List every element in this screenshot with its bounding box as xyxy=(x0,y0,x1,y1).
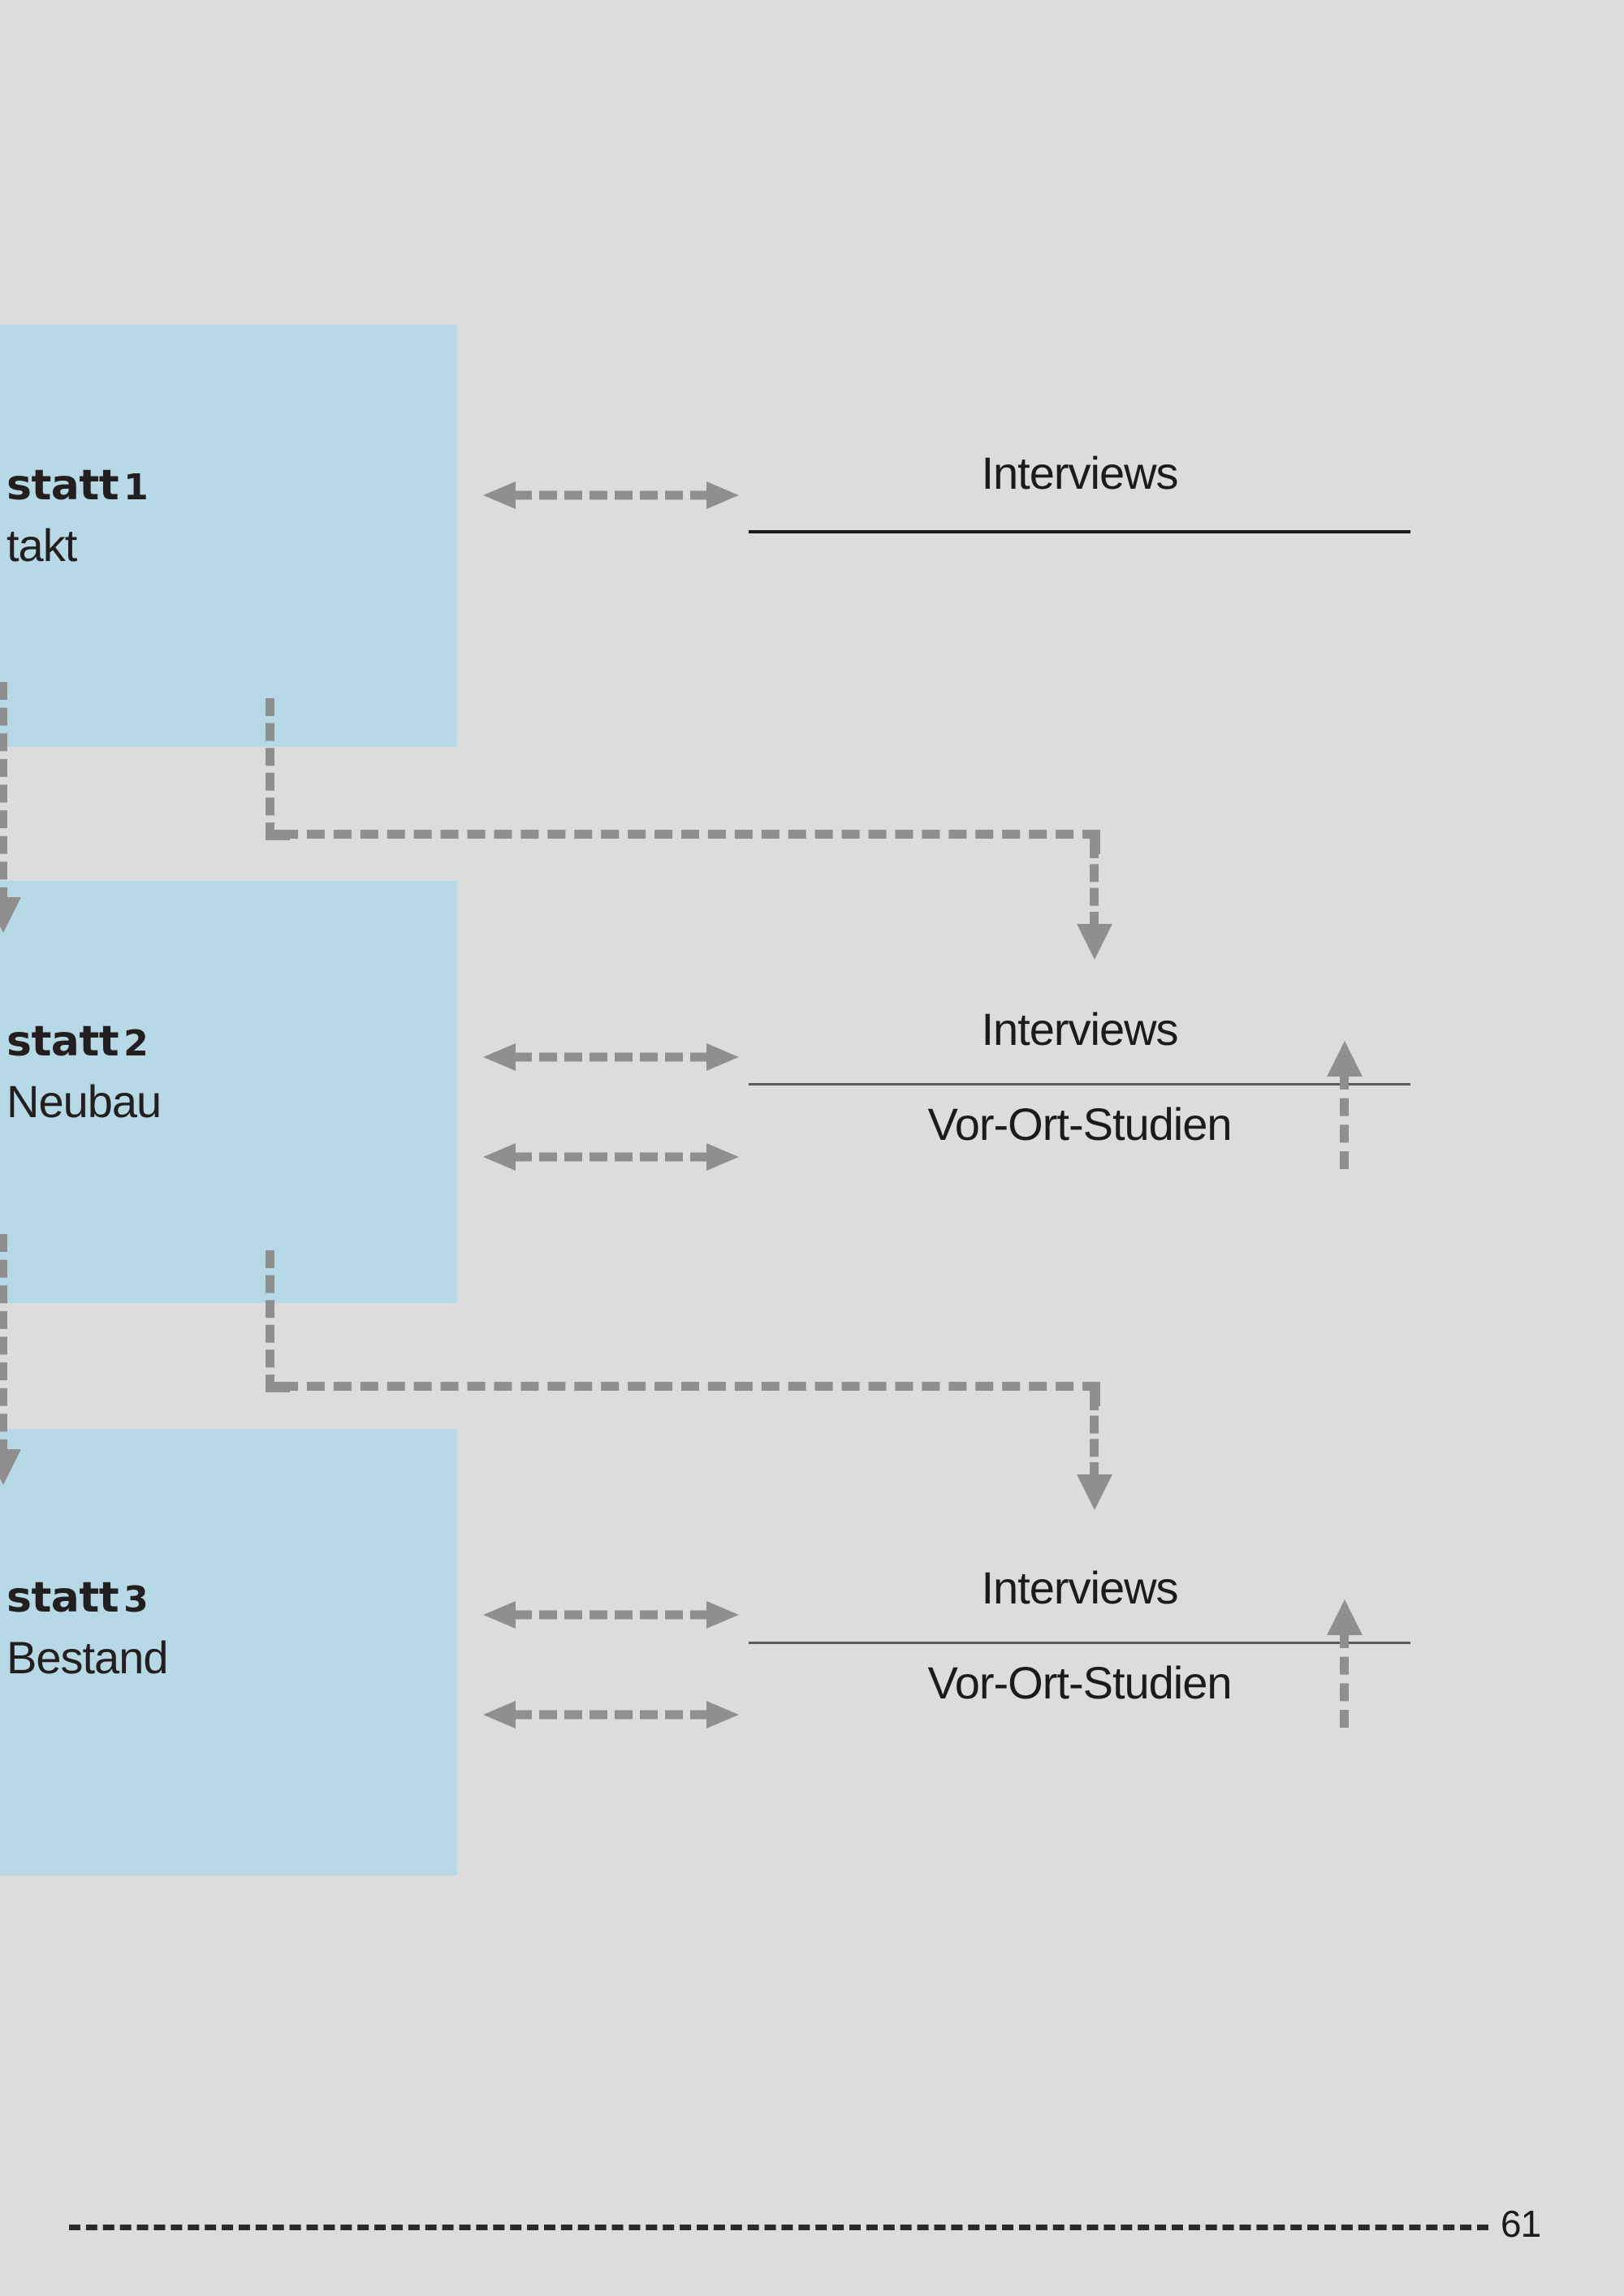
arrow-head-right-icon xyxy=(706,481,739,509)
double-arrow-icon-row3-top xyxy=(483,1601,739,1629)
double-arrow-icon-row3-bottom xyxy=(483,1701,739,1728)
arrow-head-left-icon xyxy=(483,1601,516,1629)
workshop-block-2-number: 2 xyxy=(123,1023,149,1064)
arrow-head-right-icon xyxy=(706,1601,739,1629)
method-rule-3 xyxy=(749,1642,1410,1644)
connector-up-2-shaft xyxy=(1340,1072,1349,1169)
connector-edge-2-vertical xyxy=(0,1234,7,1457)
arrow-head-right-icon xyxy=(706,1701,739,1728)
arrow-shaft xyxy=(514,1052,708,1062)
workshop-block-1-number: 1 xyxy=(123,467,149,508)
connector-2-horizontal xyxy=(280,1382,1100,1391)
method-group-1: Interviews xyxy=(749,451,1410,533)
arrow-down-icon-1 xyxy=(1077,924,1112,960)
arrow-shaft xyxy=(514,490,708,500)
arrow-down-icon-2 xyxy=(1077,1474,1112,1510)
connector-2-vertical xyxy=(266,1250,274,1392)
method-rule-1 xyxy=(749,530,1410,533)
arrow-shaft xyxy=(514,1610,708,1620)
arrow-down-icon-edge-1 xyxy=(0,897,21,933)
footer-dashed-rule xyxy=(69,2225,1488,2230)
arrow-head-left-icon xyxy=(483,1701,516,1728)
method-label-vorort-2: Vor-Ort-Studien xyxy=(927,1098,1232,1150)
arrow-up-icon-3 xyxy=(1327,1599,1363,1635)
method-label-interviews-3: Interviews xyxy=(981,1562,1178,1613)
arrow-head-right-icon xyxy=(706,1143,739,1171)
double-arrow-icon-row2-bottom xyxy=(483,1143,739,1171)
arrow-head-left-icon xyxy=(483,1043,516,1071)
arrow-head-left-icon xyxy=(483,481,516,509)
double-arrow-icon-row1 xyxy=(483,481,739,509)
arrow-shaft xyxy=(514,1152,708,1162)
method-label-interviews-2: Interviews xyxy=(981,1003,1178,1055)
workshop-block-3-number: 3 xyxy=(123,1579,149,1621)
method-group-3: Interviews Vor-Ort-Studien xyxy=(749,1565,1410,1706)
connector-edge-1-vertical xyxy=(0,682,7,905)
method-group-2: Interviews Vor-Ort-Studien xyxy=(749,1007,1410,1147)
workshop-block-2-subtitle: Neubau xyxy=(6,1076,162,1128)
method-label-vorort-3: Vor-Ort-Studien xyxy=(927,1657,1232,1708)
connector-1-horizontal xyxy=(280,830,1100,839)
method-rule-2 xyxy=(749,1083,1410,1085)
page-folio: 61 xyxy=(1501,2203,1541,2245)
method-label-interviews-1: Interviews xyxy=(981,447,1178,498)
connector-1-vertical xyxy=(266,698,274,840)
arrow-head-right-icon xyxy=(706,1043,739,1071)
arrow-down-icon-edge-2 xyxy=(0,1449,21,1485)
arrow-shaft xyxy=(514,1710,708,1720)
arrow-head-left-icon xyxy=(483,1143,516,1171)
workshop-block-1-subtitle: takt xyxy=(6,520,77,572)
connector-1-drop xyxy=(1090,840,1099,930)
connector-up-3-shaft xyxy=(1340,1630,1349,1728)
double-arrow-icon-row2-top xyxy=(483,1043,739,1071)
connector-2-drop xyxy=(1090,1392,1099,1480)
workshop-block-3-subtitle: Bestand xyxy=(6,1632,169,1684)
arrow-up-icon-2 xyxy=(1327,1041,1363,1077)
